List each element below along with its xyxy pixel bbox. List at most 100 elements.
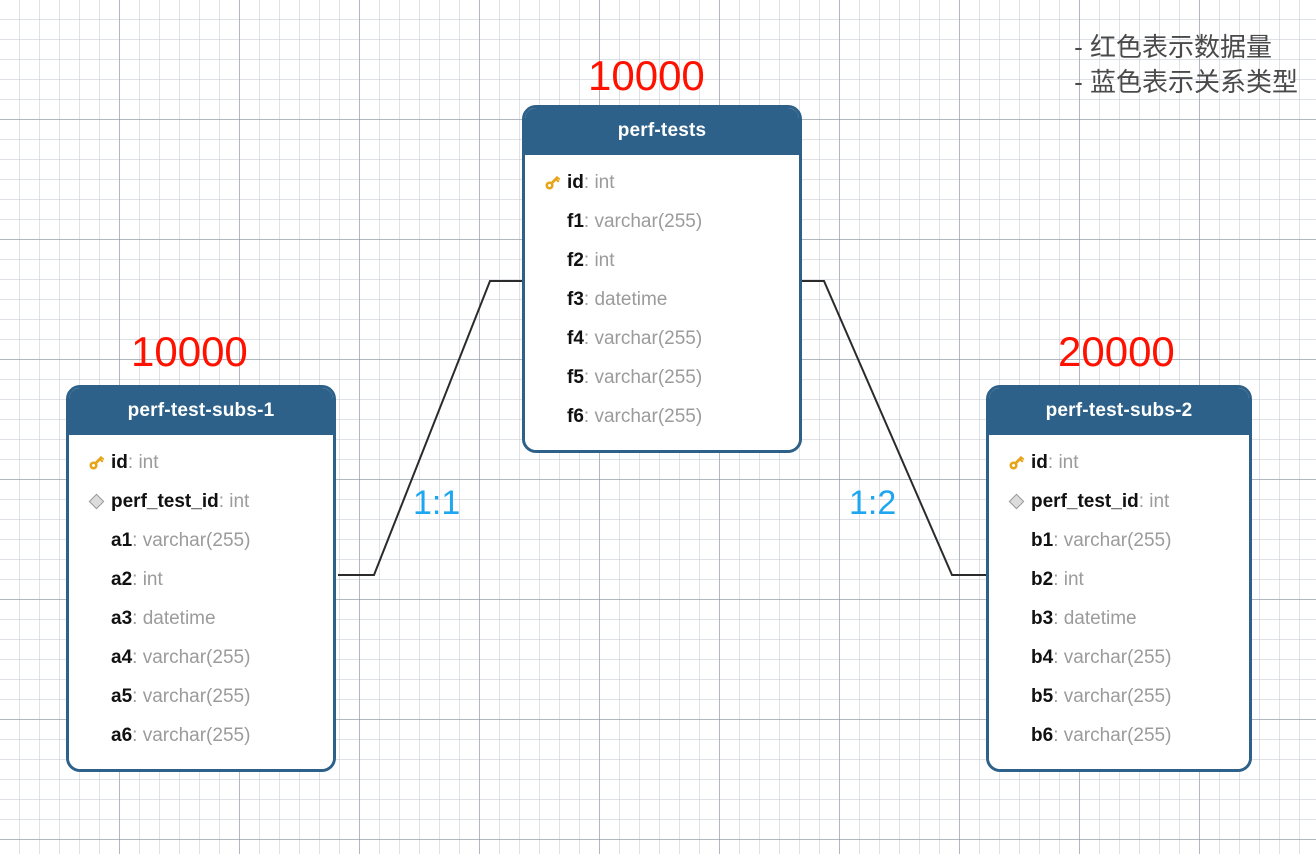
field-type: : varchar(255) (583, 210, 703, 232)
field-row[interactable]: b4: varchar(255) (989, 638, 1249, 677)
field-icon-placeholder (537, 250, 567, 272)
legend: - 红色表示数据量 - 蓝色表示关系类型 (1074, 30, 1298, 99)
field-name: b4 (1031, 646, 1054, 668)
field-type: : int (127, 451, 159, 473)
field-row[interactable]: id: int (989, 443, 1249, 482)
field-icon-placeholder (537, 211, 567, 233)
field-row[interactable]: id: int (525, 163, 799, 202)
field-row[interactable]: b2: int (989, 560, 1249, 599)
field-row[interactable]: f2: int (525, 241, 799, 280)
field-label: a5: varchar(255) (111, 686, 250, 708)
field-row[interactable]: f5: varchar(255) (525, 358, 799, 397)
field-type: : varchar(255) (132, 646, 251, 668)
field-label: b1: varchar(255) (1031, 530, 1171, 552)
field-icon-placeholder (81, 569, 111, 591)
field-type: : varchar(255) (132, 685, 251, 707)
field-name: a3 (111, 607, 133, 629)
primary-key-icon (89, 455, 104, 470)
field-name: a4 (111, 646, 133, 668)
field-label: perf_test_id: int (1031, 491, 1169, 513)
field-row[interactable]: f6: varchar(255) (525, 397, 799, 436)
field-icon-placeholder (1001, 647, 1031, 669)
field-icon-placeholder (81, 686, 111, 708)
field-type: : int (132, 568, 163, 590)
field-type: : varchar(255) (132, 529, 251, 551)
field-name: a1 (111, 529, 133, 551)
field-name: b6 (1031, 724, 1054, 746)
field-row[interactable]: a3: datetime (69, 599, 333, 638)
connector-right (800, 280, 986, 576)
connector-left (338, 280, 522, 576)
field-type: : varchar(255) (583, 327, 703, 349)
field-type: : varchar(255) (1053, 685, 1172, 707)
field-label: f3: datetime (567, 289, 667, 311)
field-type: : int (1053, 568, 1084, 590)
field-name: b5 (1031, 685, 1054, 707)
field-icon-placeholder (1001, 569, 1031, 591)
field-icon-placeholder (537, 328, 567, 350)
field-icon-placeholder (81, 608, 111, 630)
foreign-key-icon (81, 491, 111, 513)
field-type: : varchar(255) (1053, 529, 1172, 551)
field-row[interactable]: f3: datetime (525, 280, 799, 319)
field-type: : varchar(255) (132, 724, 251, 746)
field-icon-placeholder (1001, 686, 1031, 708)
field-row[interactable]: a5: varchar(255) (69, 677, 333, 716)
primary-key-icon (1009, 455, 1024, 470)
foreign-key-icon (1008, 493, 1024, 510)
field-icon-placeholder (537, 289, 567, 311)
field-row[interactable]: a1: varchar(255) (69, 521, 333, 560)
field-icon-placeholder (1001, 608, 1031, 630)
field-row[interactable]: b3: datetime (989, 599, 1249, 638)
field-type: : int (583, 249, 615, 271)
field-row[interactable]: perf_test_id: int (989, 482, 1249, 521)
field-icon-placeholder (81, 530, 111, 552)
count-label-perf-tests: 10000 (588, 52, 705, 99)
field-label: a2: int (111, 569, 163, 591)
field-row[interactable]: b5: varchar(255) (989, 677, 1249, 716)
field-name: f2 (567, 249, 584, 271)
field-row[interactable]: a4: varchar(255) (69, 638, 333, 677)
field-row[interactable]: f4: varchar(255) (525, 319, 799, 358)
field-type: : datetime (583, 288, 668, 310)
field-icon-placeholder (81, 725, 111, 747)
field-icon-placeholder (1001, 530, 1031, 552)
field-row[interactable]: f1: varchar(255) (525, 202, 799, 241)
field-label: f4: varchar(255) (567, 328, 702, 350)
field-label: f5: varchar(255) (567, 367, 702, 389)
field-type: : int (1138, 490, 1170, 512)
field-name: b1 (1031, 529, 1054, 551)
field-row[interactable]: a2: int (69, 560, 333, 599)
field-row[interactable]: id: int (69, 443, 333, 482)
primary-key-icon (545, 175, 560, 190)
field-icon-placeholder (81, 647, 111, 669)
field-label: b5: varchar(255) (1031, 686, 1171, 708)
field-type: : varchar(255) (1053, 646, 1172, 668)
field-label: f2: int (567, 250, 615, 272)
field-name: b3 (1031, 607, 1054, 629)
field-type: : int (583, 171, 615, 193)
field-row[interactable]: b6: varchar(255) (989, 716, 1249, 755)
field-label: b4: varchar(255) (1031, 647, 1171, 669)
field-name: b2 (1031, 568, 1054, 590)
field-type: : datetime (1053, 607, 1137, 629)
field-row[interactable]: a6: varchar(255) (69, 716, 333, 755)
field-name: id (567, 171, 584, 193)
field-label: f6: varchar(255) (567, 406, 702, 428)
field-row[interactable]: b1: varchar(255) (989, 521, 1249, 560)
field-name: a6 (111, 724, 133, 746)
field-name: a5 (111, 685, 133, 707)
field-name: f4 (567, 327, 584, 349)
field-label: f1: varchar(255) (567, 211, 702, 233)
legend-line-blue: - 蓝色表示关系类型 (1074, 66, 1298, 97)
field-row[interactable]: perf_test_id: int (69, 482, 333, 521)
field-type: : varchar(255) (583, 405, 703, 427)
primary-key-icon (1001, 452, 1031, 474)
field-icon-placeholder (537, 406, 567, 428)
primary-key-icon (81, 452, 111, 474)
field-type: : int (218, 490, 250, 512)
